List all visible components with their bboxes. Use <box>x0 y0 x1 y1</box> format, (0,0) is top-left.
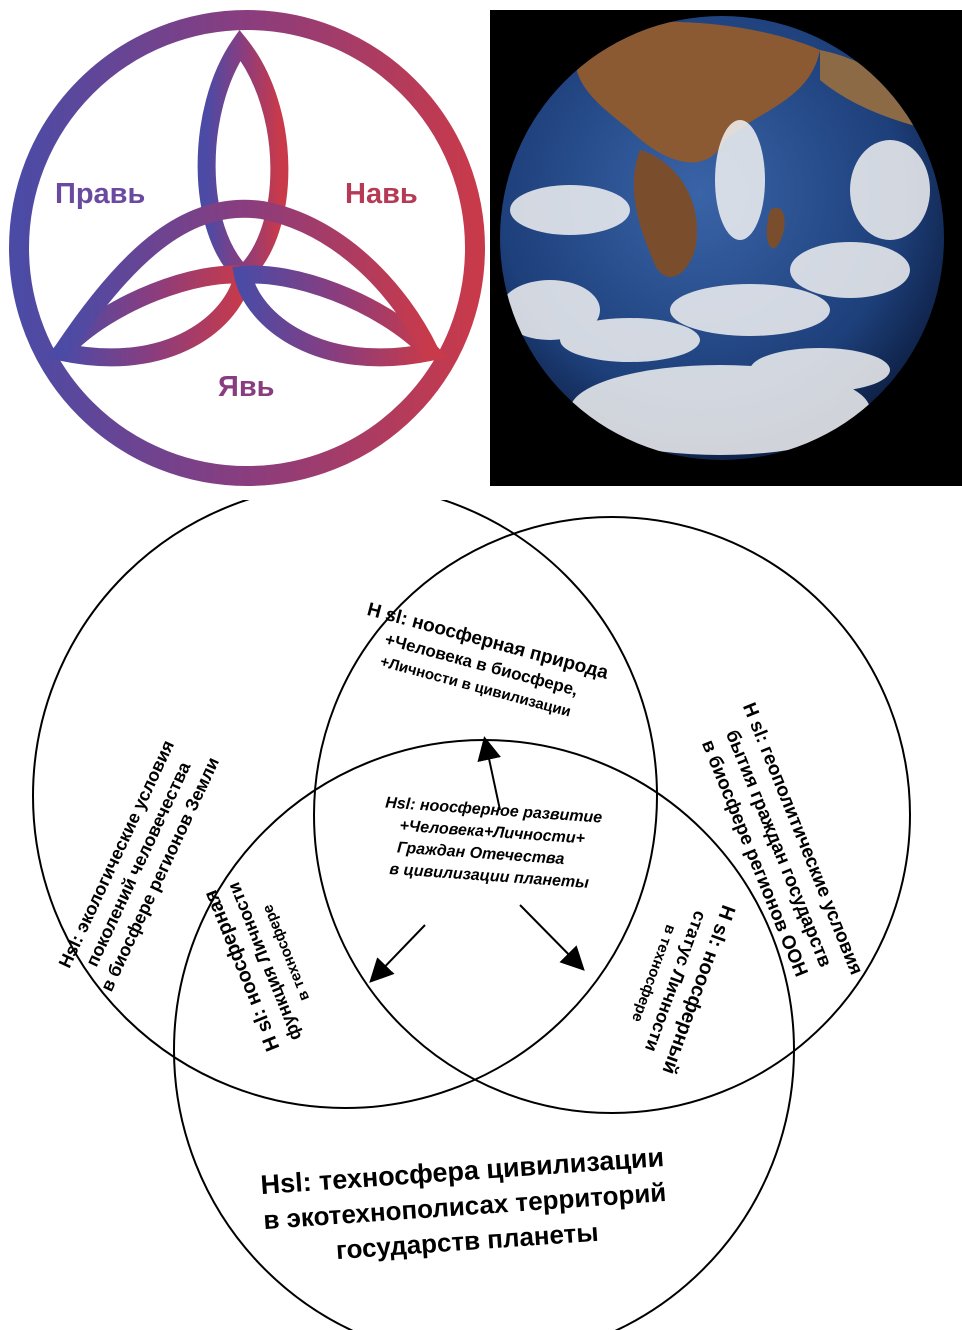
venn-diagram: Hsl: экологические условия поколений чел… <box>0 500 962 1330</box>
earth-svg <box>490 10 962 486</box>
triquetra-outer-ring <box>19 20 475 476</box>
triquetra-top-leaf <box>207 45 280 275</box>
triquetra-symbol: Правь Навь Явь <box>0 0 490 490</box>
label-yav: Явь <box>218 371 275 403</box>
venn-svg: Hsl: экологические условия поколений чел… <box>0 500 962 1330</box>
circle-right <box>314 517 910 1113</box>
arrow-down-left <box>372 925 425 980</box>
earth-photo <box>490 10 962 486</box>
text-bottom: Hsl: техносфера цивилизации в экотехнопо… <box>260 1142 670 1270</box>
triquetra-svg: Правь Навь Явь <box>0 0 490 490</box>
label-nav: Навь <box>345 178 418 210</box>
arrow-up <box>485 740 500 810</box>
text-center-top: H sl: ноосферная природа +Человека в био… <box>353 599 611 727</box>
text-top-left: Hsl: экологические условия поколений чел… <box>53 734 223 995</box>
text-left-middle: H sl: ноосферная функция Личности в техн… <box>200 870 326 1054</box>
text-center: Hsl: ноосферное развитие +Человека+Лично… <box>380 794 603 892</box>
circle-left <box>33 500 657 1108</box>
arrow-down-right <box>520 905 582 968</box>
label-prav: Правь <box>55 178 145 210</box>
